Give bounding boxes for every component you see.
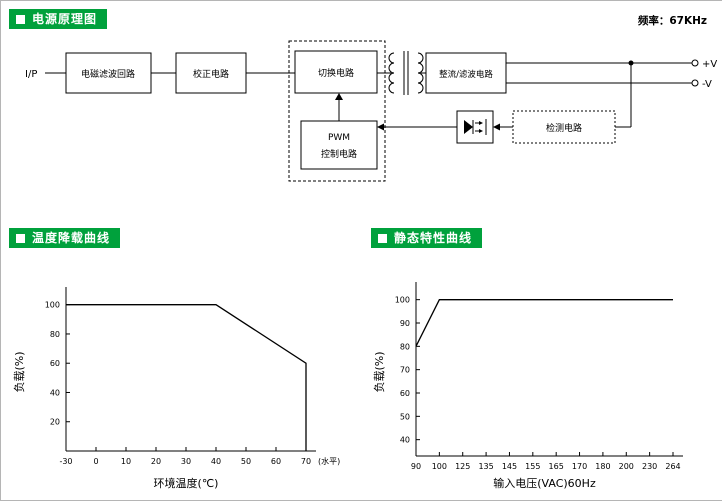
converter-dashed-outline bbox=[288, 40, 386, 182]
section-header-derating: 温度降载曲线 bbox=[9, 228, 121, 248]
x-tick-label: 264 bbox=[665, 462, 680, 471]
derating-chart: 20 40 60 80 100 -30 0 10 20 30 40 50 60 70 (水平) 环境温度(℃)… bbox=[12, 287, 340, 490]
y-tick-label: 50 bbox=[400, 412, 410, 421]
block-detection-label: 检测电路 bbox=[546, 122, 582, 134]
block-rectifier bbox=[425, 52, 507, 94]
junction-dot bbox=[628, 60, 634, 66]
x-tick-label: 70 bbox=[301, 457, 311, 466]
block-emi-filter bbox=[65, 52, 152, 94]
input-label: I/P bbox=[25, 69, 37, 80]
transformer-icon bbox=[388, 51, 424, 95]
x-tick-label: 200 bbox=[619, 462, 634, 471]
x-axis-title: 输入电压(VAC)60Hz bbox=[493, 476, 596, 490]
y-tick-label: 60 bbox=[50, 359, 60, 368]
x-tick-label: 180 bbox=[595, 462, 610, 471]
block-switching bbox=[294, 50, 378, 94]
x-tick-label: 0 bbox=[93, 457, 98, 466]
series-load bbox=[66, 304, 307, 451]
block-pwm-label-line2: 控制电路 bbox=[321, 148, 357, 160]
schematic-diagram: I/P 电磁滤波回路 校正电路 切换电路 PWM bbox=[25, 40, 717, 182]
block-emi-filter-label: 电磁滤波回路 bbox=[81, 68, 135, 80]
x-tick-label: 60 bbox=[271, 457, 281, 466]
block-switching-label: 切换电路 bbox=[318, 67, 354, 79]
y-tick-label: 60 bbox=[400, 389, 410, 398]
block-pwm bbox=[300, 120, 378, 170]
x-tick-label: 230 bbox=[642, 462, 657, 471]
x-tick-label: 20 bbox=[151, 457, 161, 466]
x-tick-label: 10 bbox=[121, 457, 131, 466]
block-correction bbox=[175, 52, 247, 94]
x-tick-label: 155 bbox=[525, 462, 540, 471]
block-pwm-label-line1: PWM bbox=[328, 133, 350, 143]
y-axis-title: 负载(%) bbox=[372, 351, 386, 392]
section-marker-icon bbox=[16, 233, 25, 243]
section-header-schematic: 电源原理图 bbox=[9, 9, 108, 29]
x-tick-label: 165 bbox=[549, 462, 564, 471]
y-tick-label: 40 bbox=[400, 436, 410, 445]
section-marker-icon bbox=[16, 14, 25, 24]
x-tick-label: 40 bbox=[211, 457, 221, 466]
y-tick-label: 40 bbox=[50, 388, 60, 397]
x-tick-label: 30 bbox=[181, 457, 191, 466]
schematic-section-title: 电源原理图 bbox=[32, 12, 98, 26]
static-section-title: 静态特性曲线 bbox=[394, 231, 473, 245]
x-tick-label: 135 bbox=[478, 462, 493, 471]
x-axis-suffix: (水平) bbox=[318, 456, 340, 466]
output-positive-label: +V bbox=[702, 59, 717, 70]
y-tick-label: 80 bbox=[400, 342, 410, 351]
section-marker-icon bbox=[378, 233, 387, 243]
block-detection bbox=[512, 110, 616, 144]
x-axis-title: 环境温度(℃) bbox=[154, 476, 219, 490]
y-tick-label: 100 bbox=[45, 301, 60, 310]
y-tick-label: 100 bbox=[395, 296, 410, 305]
y-axis-title: 负载(%) bbox=[12, 351, 26, 392]
arrowheads bbox=[335, 93, 500, 131]
section-header-static: 静态特性曲线 bbox=[371, 228, 483, 248]
x-tick-label: 50 bbox=[241, 457, 251, 466]
wires bbox=[45, 62, 692, 128]
block-rectifier-label: 整流/滤波电路 bbox=[439, 69, 493, 80]
y-tick-label: 90 bbox=[400, 319, 410, 328]
y-tick-label: 70 bbox=[400, 366, 410, 375]
series-load bbox=[415, 299, 673, 347]
static-characteristics-chart: 40 50 60 70 80 90 100 90 100 125 135 145 155 165 170 18… bbox=[372, 282, 683, 490]
y-tick-label: 80 bbox=[50, 330, 60, 339]
optocoupler-icon bbox=[456, 110, 494, 144]
x-tick-label: 145 bbox=[502, 462, 517, 471]
x-tick-label: 170 bbox=[572, 462, 587, 471]
block-correction-label: 校正电路 bbox=[193, 68, 229, 80]
output-terminal-negative bbox=[691, 79, 699, 87]
x-tick-label: 125 bbox=[455, 462, 470, 471]
output-negative-label: -V bbox=[702, 79, 712, 90]
x-tick-label: 90 bbox=[411, 462, 421, 471]
x-tick-label: -30 bbox=[59, 457, 72, 466]
output-terminal-positive bbox=[691, 59, 699, 67]
x-tick-label: 100 bbox=[432, 462, 447, 471]
y-tick-label: 20 bbox=[50, 418, 60, 427]
frequency-note: 频率：67KHz bbox=[637, 15, 707, 27]
derating-section-title: 温度降载曲线 bbox=[32, 231, 111, 245]
